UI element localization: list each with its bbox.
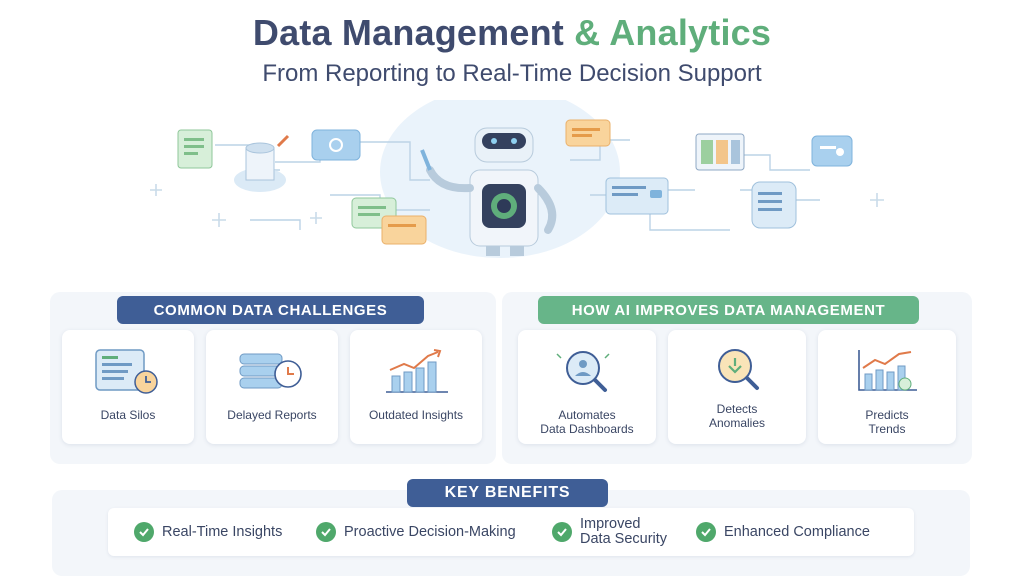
- robot-hero-illustration: [150, 100, 884, 258]
- benefit-item: Proactive Decision-Making: [316, 508, 516, 556]
- title-part-main: Data Management: [252, 12, 564, 53]
- benefits-heading: KEY BENEFITS: [407, 479, 608, 507]
- message-cards-icon: [351, 197, 427, 245]
- ai-card-predicts-trends: Predicts Trends: [818, 330, 956, 444]
- magnifier-user-icon: [556, 351, 610, 392]
- ai-label: Predicts Trends: [818, 408, 956, 436]
- challenge-card-delayed-reports: Delayed Reports: [206, 330, 338, 444]
- document-clock-icon: [95, 349, 158, 394]
- ai-label-line1: Predicts: [865, 408, 909, 422]
- ai-label-line1: Detects: [716, 402, 758, 416]
- benefit-text-line1: Improved: [580, 516, 641, 532]
- database-clock-icon: [239, 353, 302, 389]
- benefit-item: Enhanced Compliance: [696, 508, 870, 556]
- database-icon: [234, 134, 290, 192]
- chat-bubble-icon: [311, 129, 361, 161]
- benefit-item: Real-Time Insights: [134, 508, 282, 556]
- robot-icon: [420, 127, 557, 256]
- trend-chart-icon: [858, 350, 917, 391]
- spreadsheet-icon: [695, 133, 745, 171]
- ai-label-line1: Automates: [558, 408, 616, 422]
- ai-label: Detects Anomalies: [668, 402, 806, 430]
- ai-label-line2: Anomalies: [708, 416, 766, 430]
- benefit-text: Real-Time Insights: [162, 523, 283, 540]
- page-title: Data Management & Analytics: [0, 12, 1024, 54]
- ai-improvements-heading: HOW AI IMPROVES DATA MANAGEMENT: [538, 296, 919, 324]
- challenge-label: Data Silos: [100, 408, 156, 422]
- benefit-text: Proactive Decision-Making: [344, 523, 516, 540]
- benefit-text: Enhanced Compliance: [724, 523, 870, 540]
- document-icon: [177, 129, 213, 169]
- dashboard-card-icon: [605, 177, 669, 215]
- challenges-heading: COMMON DATA CHALLENGES: [117, 296, 424, 324]
- check-icon: [552, 522, 572, 542]
- title-part-accent: & Analytics: [574, 12, 772, 53]
- benefit-item: Improved Data Security: [552, 508, 667, 556]
- ai-card-detects-anomalies: Detects Anomalies: [668, 330, 806, 444]
- benefit-text-line2: Data Security: [580, 531, 668, 547]
- database-server-icon: [751, 181, 797, 229]
- challenge-label: Outdated Insights: [368, 408, 464, 422]
- check-icon: [696, 522, 716, 542]
- ai-label-line2: Trends: [868, 422, 906, 436]
- benefit-text: Improved Data Security: [580, 517, 667, 547]
- magnifier-alert-icon: [718, 349, 759, 390]
- benefits-row: Real-Time Insights Proactive Decision-Ma…: [108, 508, 914, 556]
- ai-card-automates-dashboards: Automates Data Dashboards: [518, 330, 656, 444]
- challenge-card-data-silos: Data Silos: [62, 330, 194, 444]
- challenge-label: Delayed Reports: [227, 408, 317, 422]
- check-icon: [134, 522, 154, 542]
- challenge-card-outdated-insights: Outdated Insights: [350, 330, 482, 444]
- check-icon: [316, 522, 336, 542]
- chat-bubble-right-icon: [811, 135, 853, 167]
- page-subtitle: From Reporting to Real-Time Decision Sup…: [262, 60, 762, 87]
- bar-chart-trend-icon: [386, 349, 448, 393]
- chat-note-icon: [565, 119, 611, 147]
- ai-label-line2: Data Dashboards: [540, 422, 634, 436]
- ai-label: Automates Data Dashboards: [518, 408, 656, 436]
